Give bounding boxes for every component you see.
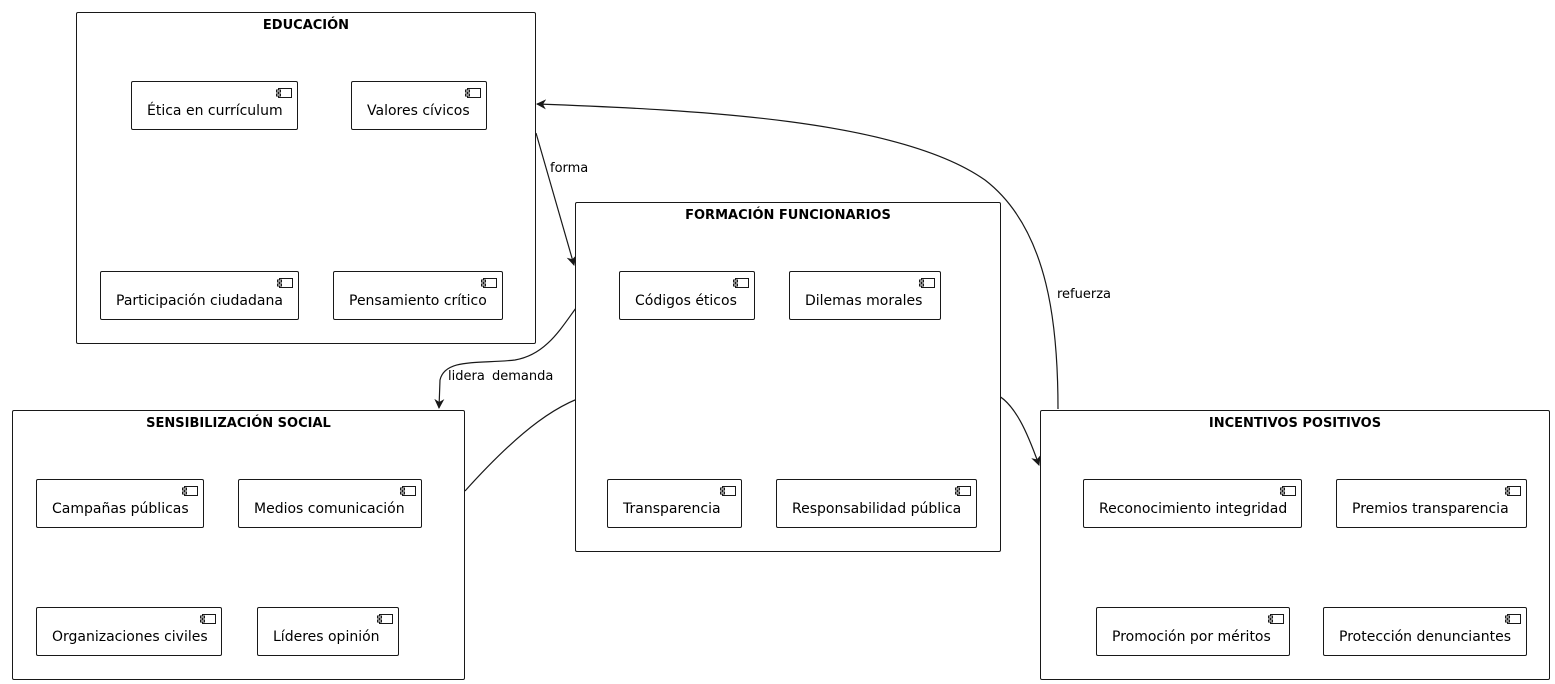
component-icon <box>377 614 393 624</box>
component-icon <box>1280 486 1296 496</box>
edge-forma <box>535 132 577 266</box>
edge-label-refuerza: refuerza <box>1057 287 1112 302</box>
component-icon <box>481 278 497 288</box>
component-responsabilidad-publica[interactable]: Responsabilidad pública <box>776 479 977 528</box>
component-campanas-publicas[interactable]: Campañas públicas <box>36 479 204 528</box>
component-codigos-eticos[interactable]: Códigos éticos <box>619 271 755 320</box>
edge-label-forma: forma <box>550 161 589 176</box>
component-medios-comunicacion[interactable]: Medios comunicación <box>238 479 422 528</box>
component-label: Organizaciones civiles <box>52 629 208 645</box>
component-valores-civicos[interactable]: Valores cívicos <box>351 81 487 130</box>
component-label: Promoción por méritos <box>1112 629 1271 645</box>
component-label: Responsabilidad pública <box>792 501 962 517</box>
package-title: FORMACIÓN FUNCIONARIOS <box>685 208 891 223</box>
component-icon <box>465 88 481 98</box>
component-icon <box>733 278 749 288</box>
edge-label-demanda: demanda <box>492 369 554 384</box>
component-icon <box>1505 486 1521 496</box>
package-educacion: EDUCACIÓN Ética en currículum Valores cí… <box>76 12 536 344</box>
component-promocion-meritos[interactable]: Promoción por méritos <box>1096 607 1290 656</box>
package-sensibilizacion-social: SENSIBILIZACIÓN SOCIAL Campañas públicas… <box>12 410 465 680</box>
component-pensamiento-critico[interactable]: Pensamiento crítico <box>333 271 503 320</box>
component-label: Valores cívicos <box>367 103 470 119</box>
component-icon <box>400 486 416 496</box>
package-title: EDUCACIÓN <box>262 18 350 33</box>
component-participacion-ciudadana[interactable]: Participación ciudadana <box>100 271 299 320</box>
component-icon <box>1268 614 1284 624</box>
component-label: Ética en currículum <box>147 103 283 119</box>
component-label: Dilemas morales <box>805 293 923 309</box>
component-etica-curriculum[interactable]: Ética en currículum <box>131 81 298 130</box>
component-dilemas-morales[interactable]: Dilemas morales <box>789 271 941 320</box>
package-title: INCENTIVOS POSITIVOS <box>1208 416 1382 431</box>
component-icon <box>200 614 216 624</box>
component-transparencia[interactable]: Transparencia <box>607 479 742 528</box>
component-proteccion-denunciantes[interactable]: Protección denunciantes <box>1323 607 1527 656</box>
component-icon <box>182 486 198 496</box>
component-label: Códigos éticos <box>635 293 737 309</box>
component-label: Transparencia <box>623 501 721 517</box>
component-label: Pensamiento crítico <box>349 293 487 309</box>
package-incentivos-positivos: INCENTIVOS POSITIVOS Reconocimiento inte… <box>1040 410 1550 680</box>
component-premios-transparencia[interactable]: Premios transparencia <box>1336 479 1527 528</box>
component-label: Campañas públicas <box>52 501 189 517</box>
component-organizaciones-civiles[interactable]: Organizaciones civiles <box>36 607 222 656</box>
component-icon <box>720 486 736 496</box>
component-icon <box>277 278 293 288</box>
component-icon <box>276 88 292 98</box>
package-formacion-funcionarios: FORMACIÓN FUNCIONARIOS Códigos éticos Di… <box>575 202 1001 552</box>
component-label: Reconocimiento integridad <box>1099 501 1288 517</box>
edge-label-lidera: lidera <box>448 369 485 384</box>
component-label: Participación ciudadana <box>116 293 283 309</box>
component-label: Premios transparencia <box>1352 501 1509 517</box>
component-lideres-opinion[interactable]: Líderes opinión <box>257 607 399 656</box>
package-title: SENSIBILIZACIÓN SOCIAL <box>146 416 331 431</box>
component-label: Medios comunicación <box>254 501 405 517</box>
component-icon <box>1505 614 1521 624</box>
component-label: Protección denunciantes <box>1339 629 1512 645</box>
component-icon <box>955 486 971 496</box>
component-icon <box>919 278 935 288</box>
component-reconocimiento-integridad[interactable]: Reconocimiento integridad <box>1083 479 1302 528</box>
component-label: Líderes opinión <box>273 629 380 645</box>
